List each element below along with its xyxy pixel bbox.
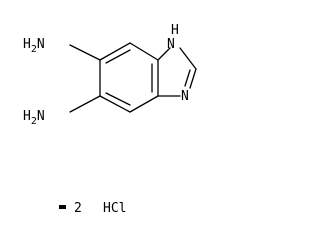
bond-inner-c5-c6	[105, 92, 131, 106]
salt-formula: HCl	[103, 201, 126, 216]
nh-nitrogen-label: N	[167, 37, 175, 52]
bond-c2-n3-double	[184, 69, 191, 87]
imine-nitrogen-label: N	[181, 89, 189, 104]
bond-n1-c2	[179, 47, 197, 70]
salt-count: 2	[74, 201, 82, 216]
bond-inner-c1-c2	[105, 49, 131, 64]
bond-c2-c3	[129, 42, 159, 61]
bond-c3-n1	[157, 47, 171, 61]
bond-c2-n3	[189, 68, 197, 89]
nh-hydrogen-label: H	[171, 23, 179, 38]
bond-c1-c2	[99, 42, 131, 61]
imidazole-ring	[157, 47, 197, 97]
molecule-diagram: H2N H2N H N N 2 HCl	[23, 23, 197, 216]
benzene-ring	[99, 42, 159, 113]
bond-c6-amine	[69, 95, 101, 113]
amine-bottom-label: H2N	[23, 109, 45, 127]
bond-c4-c5	[129, 95, 159, 113]
amine-top-label: H2N	[23, 37, 45, 55]
bond-c1-amine	[69, 44, 101, 61]
bond-c5-c6	[99, 95, 131, 113]
salt-annotation: 2 HCl	[59, 201, 126, 216]
structure-canvas: H2N H2N H N N 2 HCl	[23, 23, 197, 216]
salt-bullet-mark	[59, 205, 66, 209]
